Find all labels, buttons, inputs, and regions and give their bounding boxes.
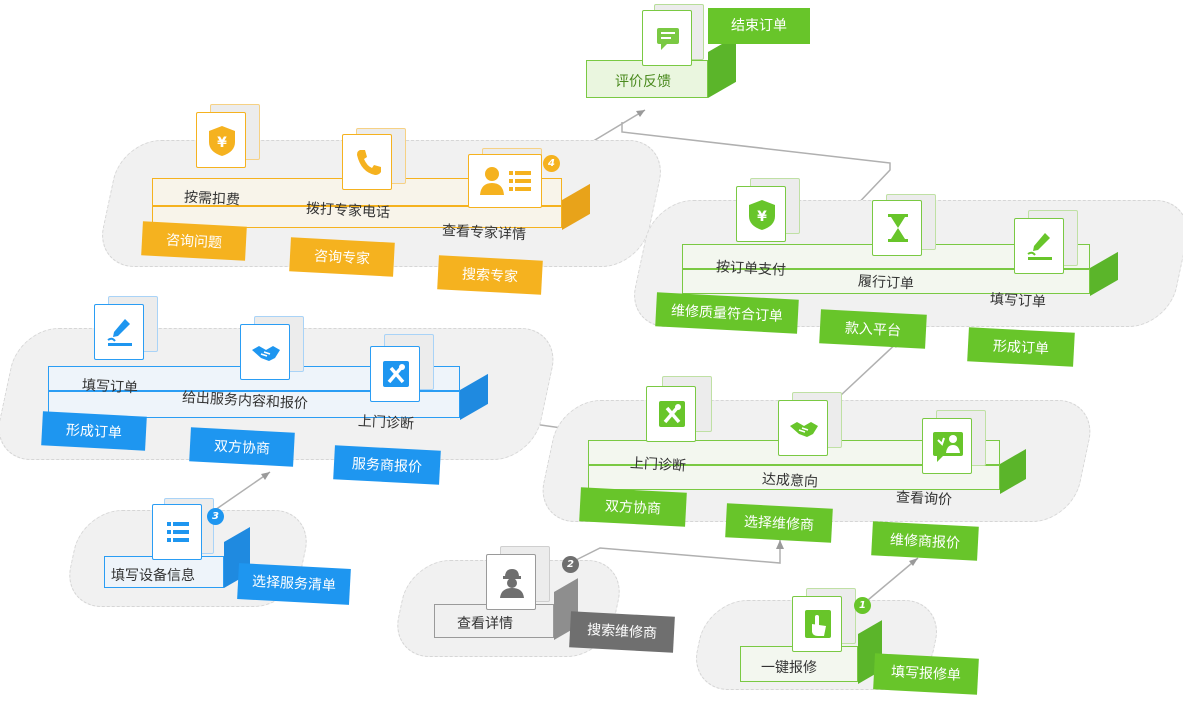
device-label: 填写设备信息 — [111, 568, 195, 584]
repair-item-label-3: 查看询价 — [895, 489, 953, 509]
step-badge-2: 2 — [562, 556, 579, 573]
worker-icon — [500, 569, 524, 598]
svg-text:¥: ¥ — [757, 209, 767, 225]
worker-quote-icon — [933, 432, 963, 462]
device-tag: 选择服务清单 — [237, 563, 351, 605]
repair-tag-1: 双方协商 — [579, 487, 687, 527]
pen-sign-icon-service — [107, 319, 132, 346]
tools-icon-repair — [659, 401, 685, 427]
handshake-icon — [252, 346, 280, 361]
svg-text:¥: ¥ — [217, 135, 227, 151]
repair-card-2 — [778, 400, 828, 456]
tap-icon — [805, 610, 831, 638]
connector-repair-to-order — [839, 339, 901, 397]
connector-1-to-repair — [867, 557, 919, 601]
hourglass-icon — [888, 214, 908, 242]
feedback-label: 评价反馈 — [615, 74, 671, 90]
service-item-label-3: 上门诊断 — [357, 413, 415, 433]
repair-platform-line — [588, 464, 1000, 466]
repair-card-1 — [646, 386, 696, 442]
tools-icon — [383, 361, 409, 387]
list-icon — [167, 522, 189, 542]
order-item-label-3: 填写订单 — [989, 291, 1047, 311]
order-tag-2: 款入平台 — [819, 309, 927, 349]
chat-icon — [657, 28, 679, 50]
expert-item-label-1: 按需扣费 — [183, 189, 241, 209]
profile-card-icon — [480, 167, 531, 195]
device-platform: 填写设备信息 — [104, 556, 224, 588]
repair-tag-2: 选择维修商 — [725, 503, 833, 543]
order-platform-line — [682, 268, 1090, 270]
order-tag-3: 形成订单 — [967, 327, 1075, 367]
repair-item-label-2: 达成意向 — [761, 471, 819, 491]
service-card-3 — [370, 346, 420, 402]
service-tag-2: 双方协商 — [189, 427, 295, 467]
oneclick-platform: 一键报修 — [740, 646, 858, 682]
service-card-2 — [240, 324, 290, 380]
expert-tag-2: 咨询专家 — [289, 237, 395, 277]
detail-card — [486, 554, 536, 610]
expert-card-1: ¥ — [196, 112, 246, 168]
feedback-card — [642, 10, 692, 66]
step-badge-1: 1 — [854, 597, 871, 614]
connector-3-to-service — [214, 471, 271, 511]
order-item-label-1: 按订单支付 — [715, 259, 787, 279]
pen-sign-icon — [1027, 233, 1052, 260]
oneclick-tag: 填写报修单 — [873, 653, 979, 695]
yen-shield-icon-order: ¥ — [749, 200, 775, 230]
service-card-1 — [94, 304, 144, 360]
yen-shield-icon: ¥ — [209, 126, 235, 156]
device-card — [152, 504, 202, 560]
service-item-label-1: 填写订单 — [81, 377, 139, 397]
order-card-3 — [1014, 218, 1064, 274]
step-badge-3: 3 — [207, 508, 224, 525]
expert-tag-3: 搜索专家 — [437, 255, 543, 295]
repair-item-label-1: 上门诊断 — [629, 455, 687, 475]
order-card-1: ¥ — [736, 186, 786, 242]
detail-tag: 搜索维修商 — [569, 611, 675, 653]
repair-tag-3: 维修商报价 — [871, 521, 979, 561]
handshake-icon-repair — [790, 422, 818, 437]
expert-tag-1: 咨询问题 — [141, 221, 247, 261]
oneclick-card — [792, 596, 842, 652]
expert-platform-line — [152, 205, 562, 207]
order-item-label-2: 履行订单 — [857, 273, 915, 293]
step-badge-4: 4 — [543, 155, 560, 172]
connector-order-to-feedback — [621, 122, 891, 213]
oneclick-label: 一键报修 — [761, 660, 817, 676]
connector-2-to-select — [569, 540, 781, 564]
detail-label: 查看详情 — [457, 616, 513, 632]
service-platform-line — [48, 390, 460, 392]
repair-card-3 — [922, 418, 972, 474]
service-tag-3: 服务商报价 — [333, 445, 441, 485]
feedback-platform: 评价反馈 — [586, 60, 708, 98]
feedback-tag: 结束订单 — [708, 8, 810, 44]
service-tag-1: 形成订单 — [41, 411, 147, 451]
expert-card-2 — [342, 134, 392, 190]
expert-card-3 — [468, 154, 542, 208]
phone-icon — [357, 150, 381, 175]
order-card-2 — [872, 200, 922, 256]
